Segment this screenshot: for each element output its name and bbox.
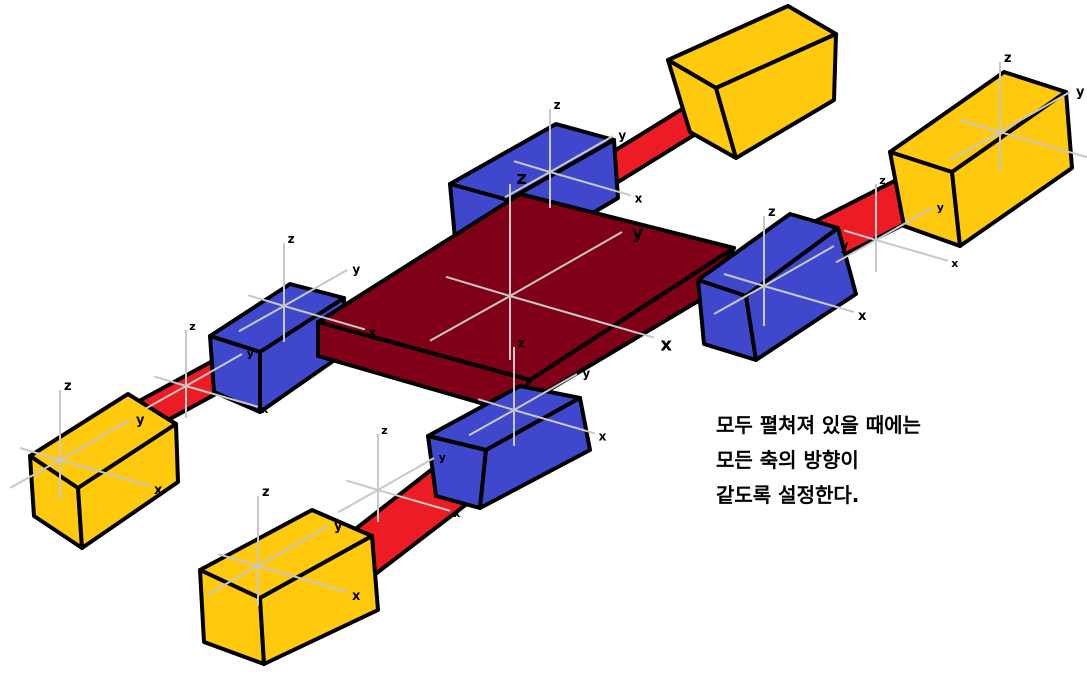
frame-slider-right-label-x: x <box>858 309 867 324</box>
frame-block-front-label-z: z <box>262 485 270 500</box>
center-plate <box>316 192 736 414</box>
frame-slider-back-axes <box>504 109 632 208</box>
frame-rail-right-label-x: x <box>951 257 958 270</box>
frame-block-left-label-x: x <box>154 483 163 498</box>
frame-slider-back-label-x: x <box>635 192 643 206</box>
frame-rail-front-axes <box>337 434 451 522</box>
frame-block-front-axes <box>207 496 349 606</box>
frame-slider-right-axes <box>713 216 855 326</box>
frame-slider-right-label-y: y <box>840 239 849 254</box>
frame-plate-label-y: y <box>632 222 644 243</box>
frame-rail-left-axes <box>145 330 259 418</box>
frame-slider-front-label-z: z <box>518 336 525 350</box>
frame-block-back-right-label-z: z <box>1004 51 1012 66</box>
end-block-back-right <box>666 4 838 160</box>
frame-slider-front-label-y: y <box>582 367 590 381</box>
frame-slider-back-label-z: z <box>554 98 561 112</box>
frame-slider-left-label-y: y <box>352 263 360 277</box>
frame-block-back-right-label-y: y <box>1076 85 1085 100</box>
frame-slider-front-label-x: x <box>599 430 607 444</box>
frame-slider-front-axes <box>468 347 596 446</box>
frame-block-left-axes <box>9 390 151 500</box>
frame-block-back-right-axes <box>949 62 1087 172</box>
end-block-front <box>198 508 380 666</box>
frame-plate-axes <box>429 184 655 360</box>
frame-rail-right-label-y: y <box>937 201 944 214</box>
frame-slider-left-label-x: x <box>369 326 377 340</box>
frame-rail-right-label-z: z <box>879 174 885 187</box>
frame-slider-back-label-y: y <box>618 129 626 143</box>
slider-front <box>426 384 592 510</box>
caption-line-1: 모두 펼쳐져 있을 때에는 <box>716 413 921 437</box>
caption-line-3: 같도록 설정한다. <box>716 483 860 507</box>
frame-rail-left-label-y: y <box>247 347 254 360</box>
frame-rail-right-axes <box>835 184 949 272</box>
caption: 모두 펼쳐져 있을 때에는 모든 축의 방향이 같도록 설정한다. <box>716 408 921 513</box>
frame-slider-left-axes <box>238 243 366 342</box>
caption-line-2: 모든 축의 방향이 <box>716 448 859 472</box>
frame-plate-label-x: x <box>660 334 672 355</box>
frame-block-left-label-z: z <box>64 379 72 394</box>
frame-plate-label-z: z <box>516 168 526 189</box>
frame-rail-left-label-z: z <box>189 320 195 333</box>
frame-block-left-label-y: y <box>136 413 145 428</box>
frame-block-front-label-x: x <box>352 589 361 604</box>
slider-right <box>696 212 858 362</box>
frame-rail-left-label-x: x <box>261 403 268 416</box>
frame-block-front-label-y: y <box>334 519 343 534</box>
end-block-right <box>888 70 1074 248</box>
end-block-left <box>28 392 180 550</box>
frame-rail-front-label-x: x <box>453 507 460 520</box>
frame-slider-left-label-z: z <box>288 232 295 246</box>
frame-slider-right-label-z: z <box>768 205 776 220</box>
frame-rail-front-label-z: z <box>381 424 387 437</box>
frame-rail-front-label-y: y <box>439 451 446 464</box>
